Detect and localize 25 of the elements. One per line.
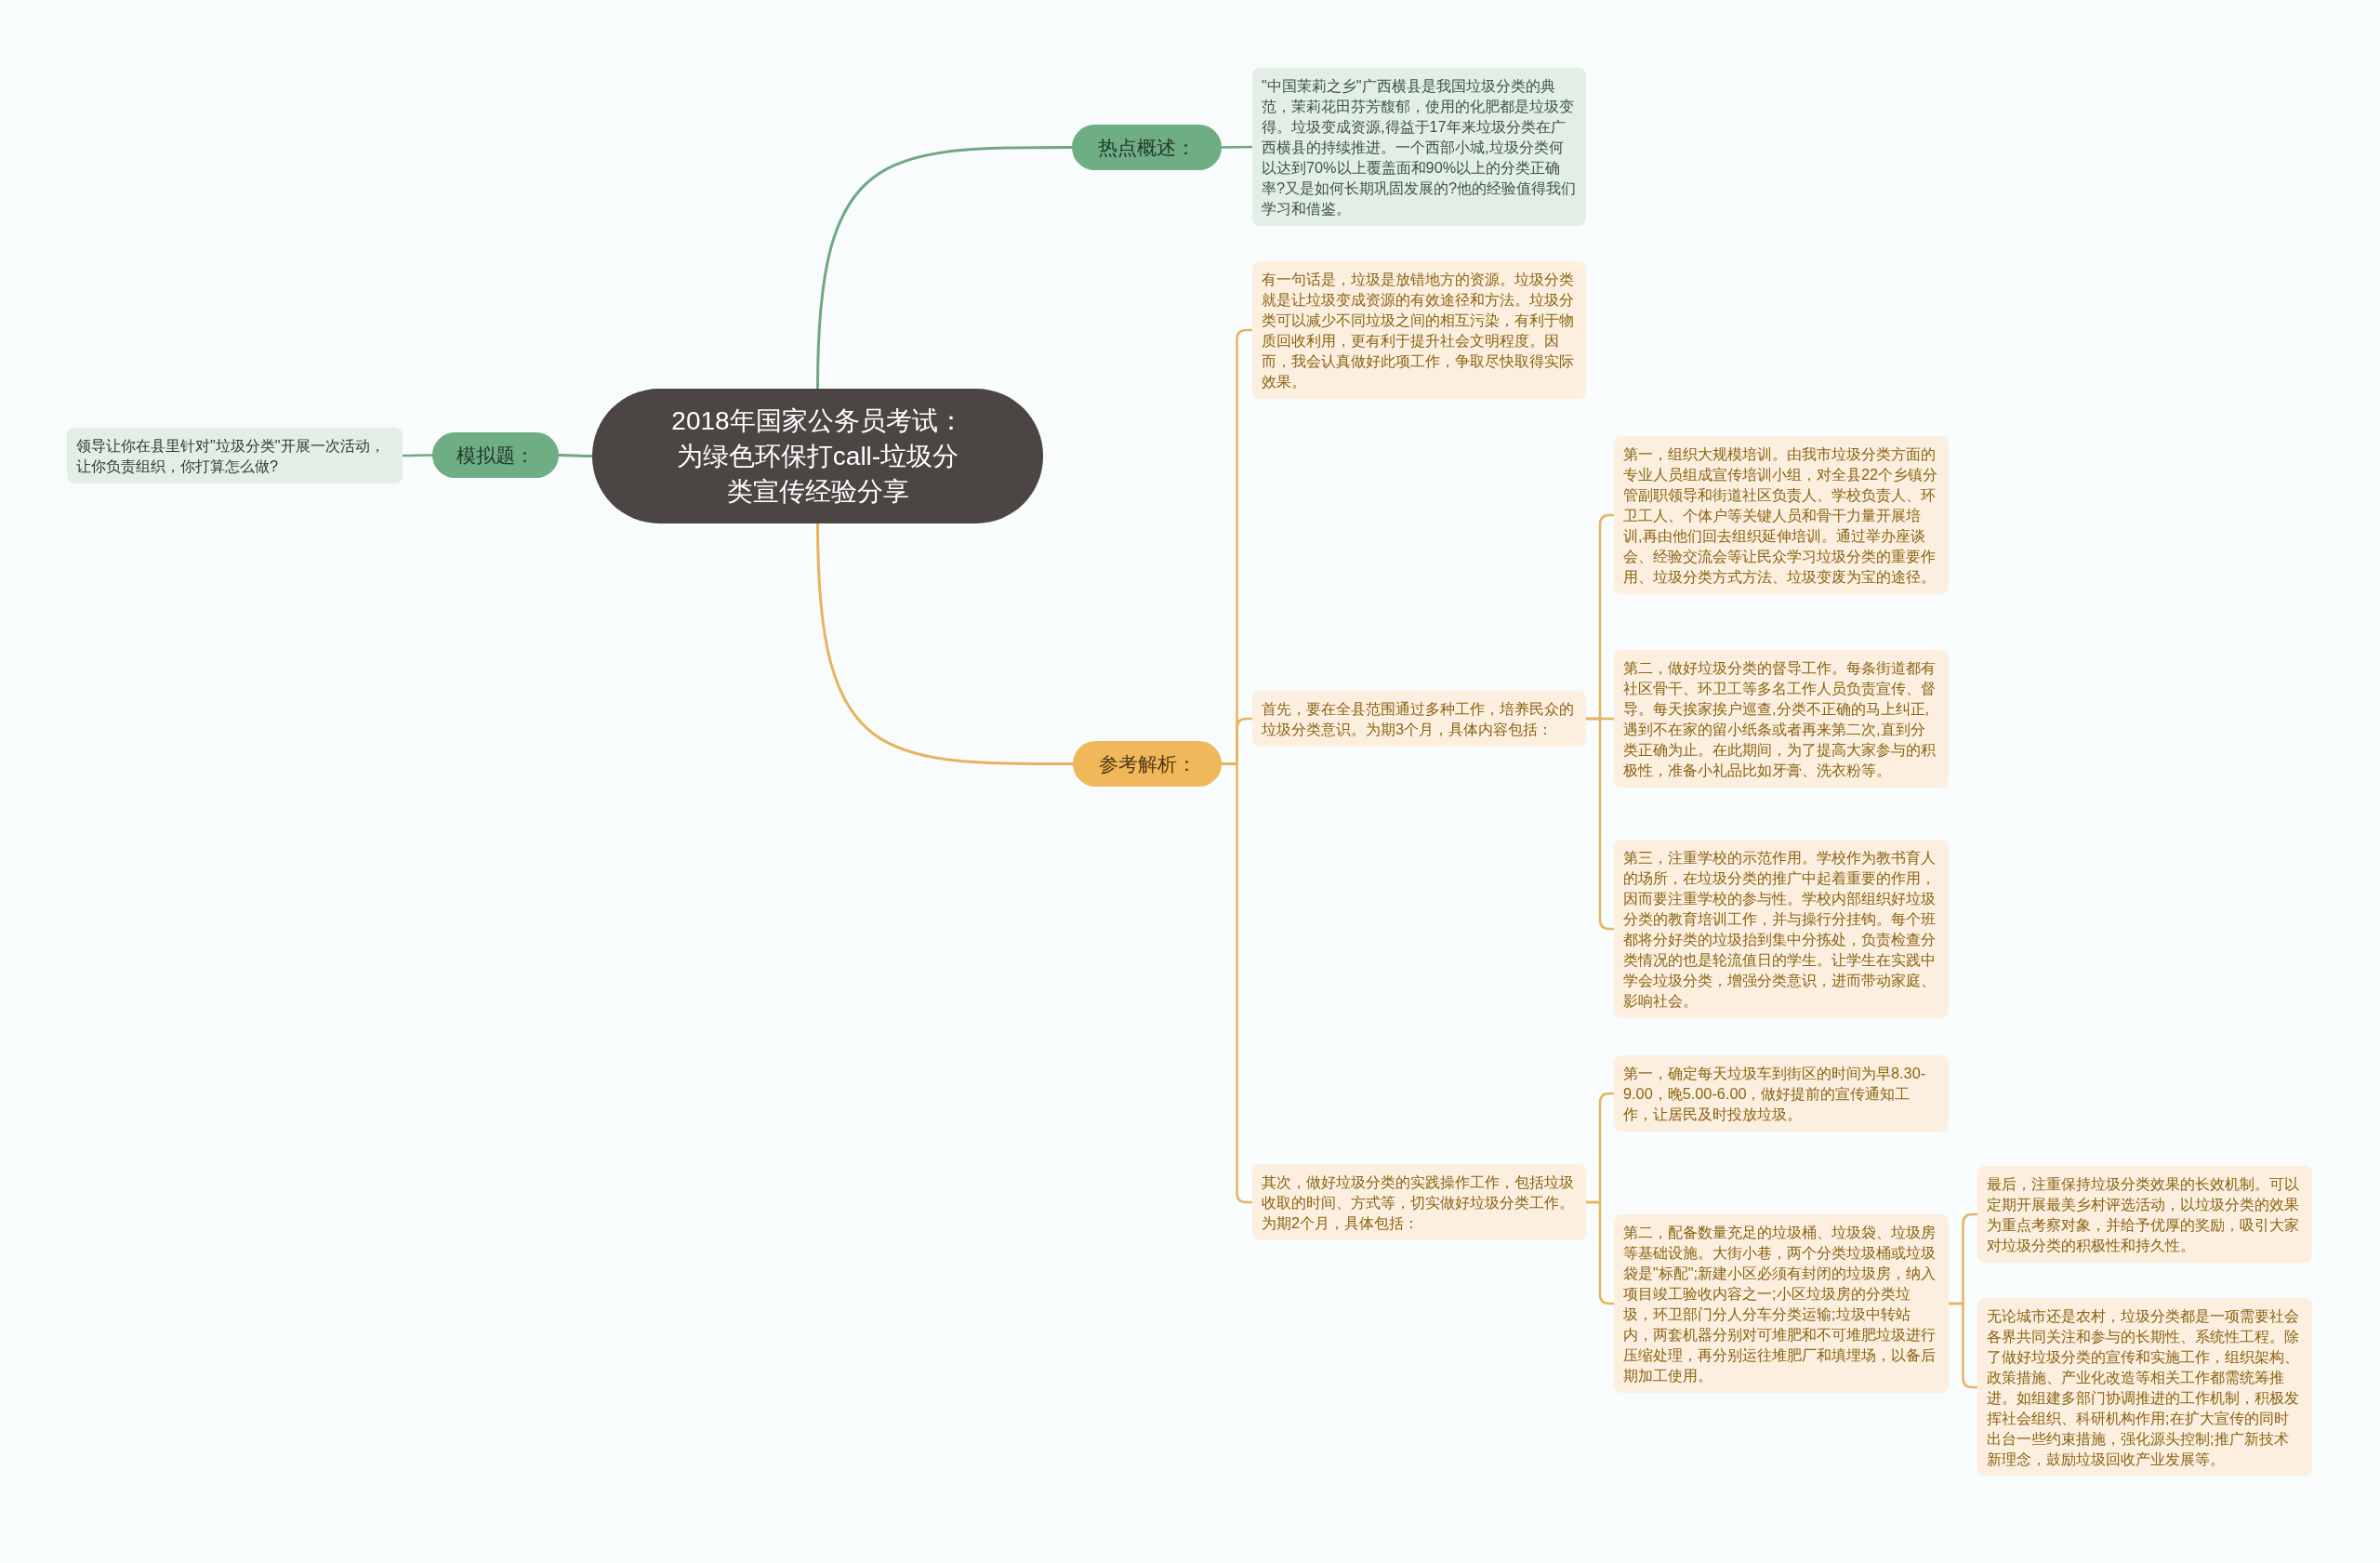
connector-line — [816, 522, 1075, 765]
connector-line — [1584, 717, 1616, 931]
text-card: 第二，做好垃圾分类的督导工作。每条街道都有社区骨干、环卫工等多名工作人员负责宣传、督导。每天挨家挨户巡查,分类不正确的马上纠正,遇到不在家的留小纸条或者再来第二次,直到分类正确为止。在此期间，为了提高大家参与的积极性，准备小礼品比如牙膏、洗衣粉等。 — [1614, 650, 1949, 788]
connector-line — [401, 454, 434, 457]
connector-line — [557, 454, 594, 457]
branch-label: 热点概述： — [1072, 125, 1222, 170]
branch-label: 参考解析： — [1073, 741, 1222, 787]
connector-line — [816, 146, 1074, 391]
text-card: 第三，注重学校的示范作用。学校作为教书育人的场所，在垃圾分类的推广中起着重要的作用，因而要注重学校的参与性。学校内部组织好垃圾分类的教育培训工作，并与操行分挂钩。每个班都将分好类的垃圾抬到集中分拣处，负责检查分类情况的也是轮流值日的学生。让学生在实践中学会垃圾分类，增强分类意识，进而带动家庭、影响社会。 — [1614, 840, 1949, 1018]
central-topic: 2018年国家公务员考试：为绿色环保打call-垃圾分类宣传经验分享 — [592, 389, 1043, 523]
branch-label: 模拟题： — [432, 432, 559, 478]
text-card: 第一，确定每天垃圾车到街区的时间为早8.30-9.00，晚5.00-6.00，做好提前的宣传通知工作，让居民及时投放垃圾。 — [1614, 1055, 1949, 1132]
text-card: 有一句话是，垃圾是放错地方的资源。垃圾分类就是让垃圾变成资源的有效途径和方法。垃圾分类可以减少不同垃圾之间的相互污染，有利于物质回收利用，更有利于提升社会文明程度。因而，我会认真做好此项工作，争取尽快取得实际效果。 — [1252, 261, 1586, 399]
connector-line — [1947, 1302, 1979, 1389]
text-card: 第二，配备数量充足的垃圾桶、垃圾袋、垃圾房等基础设施。大街小巷，两个分类垃圾桶或垃圾袋是"标配";新建小区必须有封闭的垃圾房，纳入项目竣工验收内容之一;小区垃圾房的分类垃圾，环卫部门分人分车分类运输;垃圾中转站内，两套机器分别对可堆肥和不可堆肥垃圾进行压缩处理，再分别运往堆肥厂和填埋场，以备后期加工使用。 — [1614, 1214, 1949, 1393]
text-card: 第一，组织大规模培训。由我市垃圾分类方面的专业人员组成宣传培训小组，对全县22个乡镇分管副职领导和街道社区负责人、学校负责人、环卫工人、个体户等关键人员和骨干力量开展培训,再由他们回去组织延伸培训。通过举办座谈会、经验交流会等让民众学习垃圾分类的重要作用、垃圾分类方式方法、垃圾变废为宝的途径。 — [1614, 436, 1949, 594]
text-card: "中国茉莉之乡"广西横县是我国垃圾分类的典范，茉莉花田芬芳馥郁，使用的化肥都是垃圾变得。垃圾变成资源,得益于17年来垃圾分类在广西横县的持续推进。一个西部小城,垃圾分类何以达到70%以上覆盖面和90%以上的分类正确率?又是如何长期巩固发展的?他的经验值得我们学习和借鉴。 — [1252, 68, 1586, 226]
text-card: 首先，要在全县范围通过多种工作，培养民众的垃圾分类意识。为期3个月，具体内容包括： — [1252, 691, 1586, 747]
connector-line — [1220, 762, 1254, 1204]
text-card: 领导让你在县里针对"垃圾分类"开展一次活动，让你负责组织，你打算怎么做? — [67, 428, 403, 483]
text-card: 无论城市还是农村，垃圾分类都是一项需要社会各界共同关注和参与的长期性、系统性工程。除了做好垃圾分类的宣传和实施工作，组织架构、政策措施、产业化改造等相关工作都需统筹推进。如组建多部门协调推进的工作机制，积极发挥社会组织、科研机构作用;在扩大宣传的同时出台一些约束措施，强化源头控制;推广新技术新理念，鼓励垃圾回收产业发展等。 — [1977, 1298, 2312, 1477]
text-card: 其次，做好垃圾分类的实践操作工作，包括垃圾收取的时间、方式等，切实做好垃圾分类工作。为期2个月，具体包括： — [1252, 1164, 1586, 1240]
connector-line — [1220, 145, 1254, 149]
connector-line — [1584, 1200, 1616, 1305]
text-card: 最后，注重保持垃圾分类效果的长效机制。可以定期开展最美乡村评选活动，以垃圾分类的效果为重点考察对象，并给予优厚的奖励，吸引大家对垃圾分类的积极性和持久性。 — [1977, 1166, 2312, 1263]
